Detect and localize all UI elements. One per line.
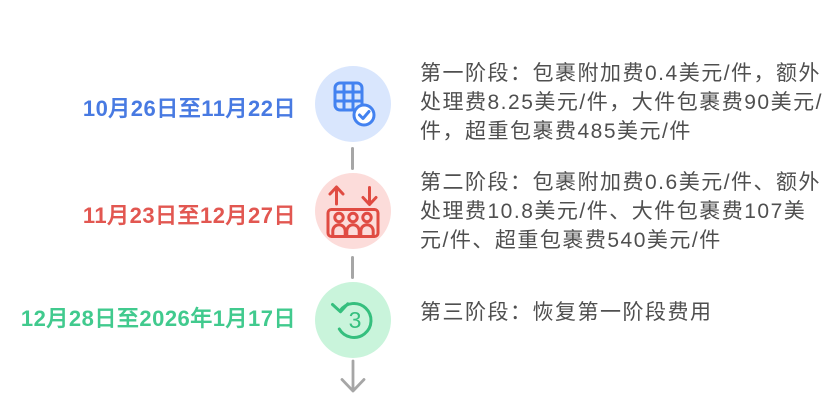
stage-2-icon-circle (315, 173, 391, 249)
restore-count-label: 3 (349, 307, 362, 333)
stage-1-description: 第一阶段：包裹附加费0.4美元/件，额外处理费8.25美元/件，大件包裹费90美… (420, 62, 823, 143)
table-check-icon (333, 81, 376, 127)
stage-1-icon-circle (315, 66, 391, 142)
timeline-connector (351, 256, 354, 279)
down-arrow-icon (340, 359, 366, 393)
stage-3-description: 第三阶段：恢复第一阶段费用 (420, 301, 713, 324)
timeline-connector (351, 147, 354, 170)
stage-3-icon-circle: 3 (315, 282, 391, 358)
rotate-restore-icon: 3 (331, 301, 373, 339)
stage-3-date: 12月28日至2026年1月17日 (20, 306, 296, 331)
stage-1-date: 10月26日至11月22日 (82, 96, 296, 121)
elevator-crowd-icon (326, 185, 380, 238)
stage-2-description: 第二阶段：包裹附加费0.6美元/件、额外处理费10.8美元/件、大件包裹费107… (420, 171, 822, 252)
stage-2-date: 11月23日至12月27日 (82, 203, 296, 228)
